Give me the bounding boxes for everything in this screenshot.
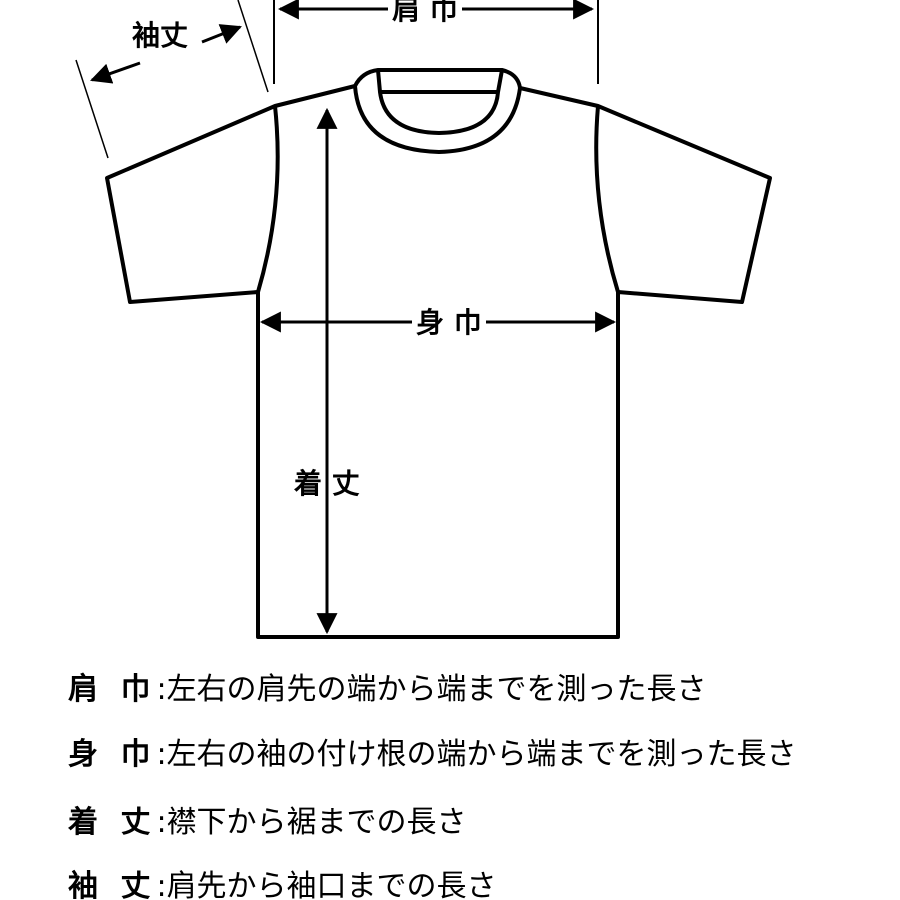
legend-item-body-width: 身 巾:左右の袖の付け根の端から端までを測った長さ: [68, 737, 797, 772]
legend-term: 肩 巾: [68, 672, 157, 707]
sleeve-length-label: 袖丈: [132, 19, 189, 52]
length-label: 着 丈: [294, 467, 360, 500]
legend-item-shoulder-width: 肩 巾:左右の肩先の端から端までを測った長さ: [68, 672, 707, 707]
body-width-label: 身 巾: [412, 309, 486, 337]
legend-item-sleeve-length: 袖 丈:肩先から袖口までの長さ: [68, 872, 497, 900]
legend-item-length: 着 丈:襟下から裾までの長さ: [68, 805, 467, 840]
legend-text: 襟下から裾までの長さ: [166, 805, 467, 840]
legend-term: 身 巾: [68, 737, 157, 772]
legend-term: 着 丈: [68, 805, 157, 840]
tshirt-outline: [105, 68, 772, 639]
legend-text: 左右の袖の付け根の端から端までを測った長さ: [166, 737, 797, 772]
legend-text: 肩先から袖口までの長さ: [166, 869, 497, 900]
sleeve-arrow-left: [90, 61, 141, 84]
legend-term: 袖 丈: [68, 869, 157, 900]
sleeve-arrow-right: [201, 24, 242, 44]
measure-lines: [75, 0, 617, 635]
legend-text: 左右の肩先の端から端までを測った長さ: [166, 672, 707, 707]
shoulder-width-label: 肩 巾: [388, 0, 462, 24]
